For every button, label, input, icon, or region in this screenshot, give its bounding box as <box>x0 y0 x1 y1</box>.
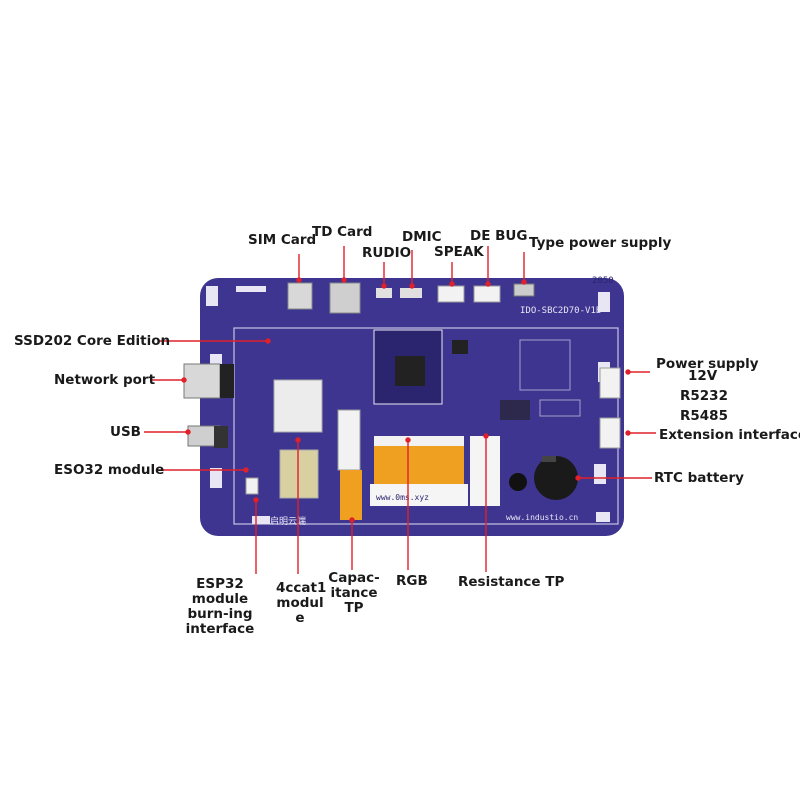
cap-tp-connector <box>337 409 361 471</box>
power-supply-connector <box>599 367 621 399</box>
label-ssd202-core: SSD202 Core Edition <box>14 333 171 349</box>
board-brand-silk: 启明云端 <box>270 515 306 527</box>
label-4g-cat1-module: 4ccat1 modul e <box>276 580 327 626</box>
esp32-module <box>279 449 319 499</box>
label-extension-interface: Extension interface <box>659 427 800 443</box>
label-rtc-battery: RTC battery <box>654 470 744 486</box>
label-sim-card: SIM Card <box>248 232 317 248</box>
speak-connector <box>437 285 465 303</box>
rtc-battery-holder <box>542 456 556 462</box>
rgb-flex-white <box>370 484 468 506</box>
td-card-slot <box>329 282 361 314</box>
label-resistance-tp: Resistance TP <box>458 574 565 590</box>
sim-card-slot <box>287 282 313 310</box>
label-type-power-supply: Type power supply <box>529 235 672 251</box>
label-rgb: RGB <box>396 573 428 589</box>
label-power-supply: Power supply <box>656 356 759 372</box>
corner-marks <box>206 286 610 524</box>
usb-port-inner <box>214 426 228 448</box>
label-esp32-burning-interface: ESP32 module burn-ing interface <box>185 576 255 637</box>
audio-jack <box>376 288 392 298</box>
label-usb: USB <box>110 424 141 440</box>
cap-tp-flex <box>340 470 362 520</box>
ssd202-chip <box>395 356 425 386</box>
board-url-left: www.0ms.xyz <box>376 493 429 502</box>
label-r5232: R5232 <box>680 388 728 404</box>
leader-lines <box>144 246 656 574</box>
rgb-connector <box>374 436 464 446</box>
dmic-connector <box>400 288 422 298</box>
label-eso32-module: ESO32 module <box>54 462 165 478</box>
board-corner-text: 2050 <box>592 276 614 286</box>
label-debug: DE BUG <box>470 228 528 244</box>
right-ic-area <box>500 339 581 420</box>
small-chip <box>452 340 468 354</box>
extension-connector <box>599 417 621 449</box>
network-port <box>183 363 221 399</box>
debug-connector <box>473 285 501 303</box>
label-speak: SPEAK <box>434 244 484 260</box>
label-td-card: TD Card <box>312 224 373 240</box>
label-capacitance-tp: Capac-itance TP <box>328 570 380 616</box>
buzzer <box>509 473 527 491</box>
esp32-burn-connector <box>245 477 259 495</box>
label-rudio: RUDIO <box>362 245 412 261</box>
label-r5485: R5485 <box>680 408 728 424</box>
board-url-right: www.industio.cn <box>506 513 578 522</box>
label-network-port: Network port <box>54 372 156 388</box>
rtc-battery <box>534 456 578 500</box>
network-port-magnetics <box>220 364 234 398</box>
label-12v: 12V <box>688 368 718 384</box>
4g-cat1-module <box>273 379 323 433</box>
board-model-text: IDO-SBC2D70-V1B <box>520 306 601 316</box>
type-c-port <box>513 283 535 297</box>
resistance-tp-area <box>470 436 500 506</box>
rgb-flex-cable <box>374 446 464 484</box>
label-dmic: DMIC <box>402 229 442 245</box>
